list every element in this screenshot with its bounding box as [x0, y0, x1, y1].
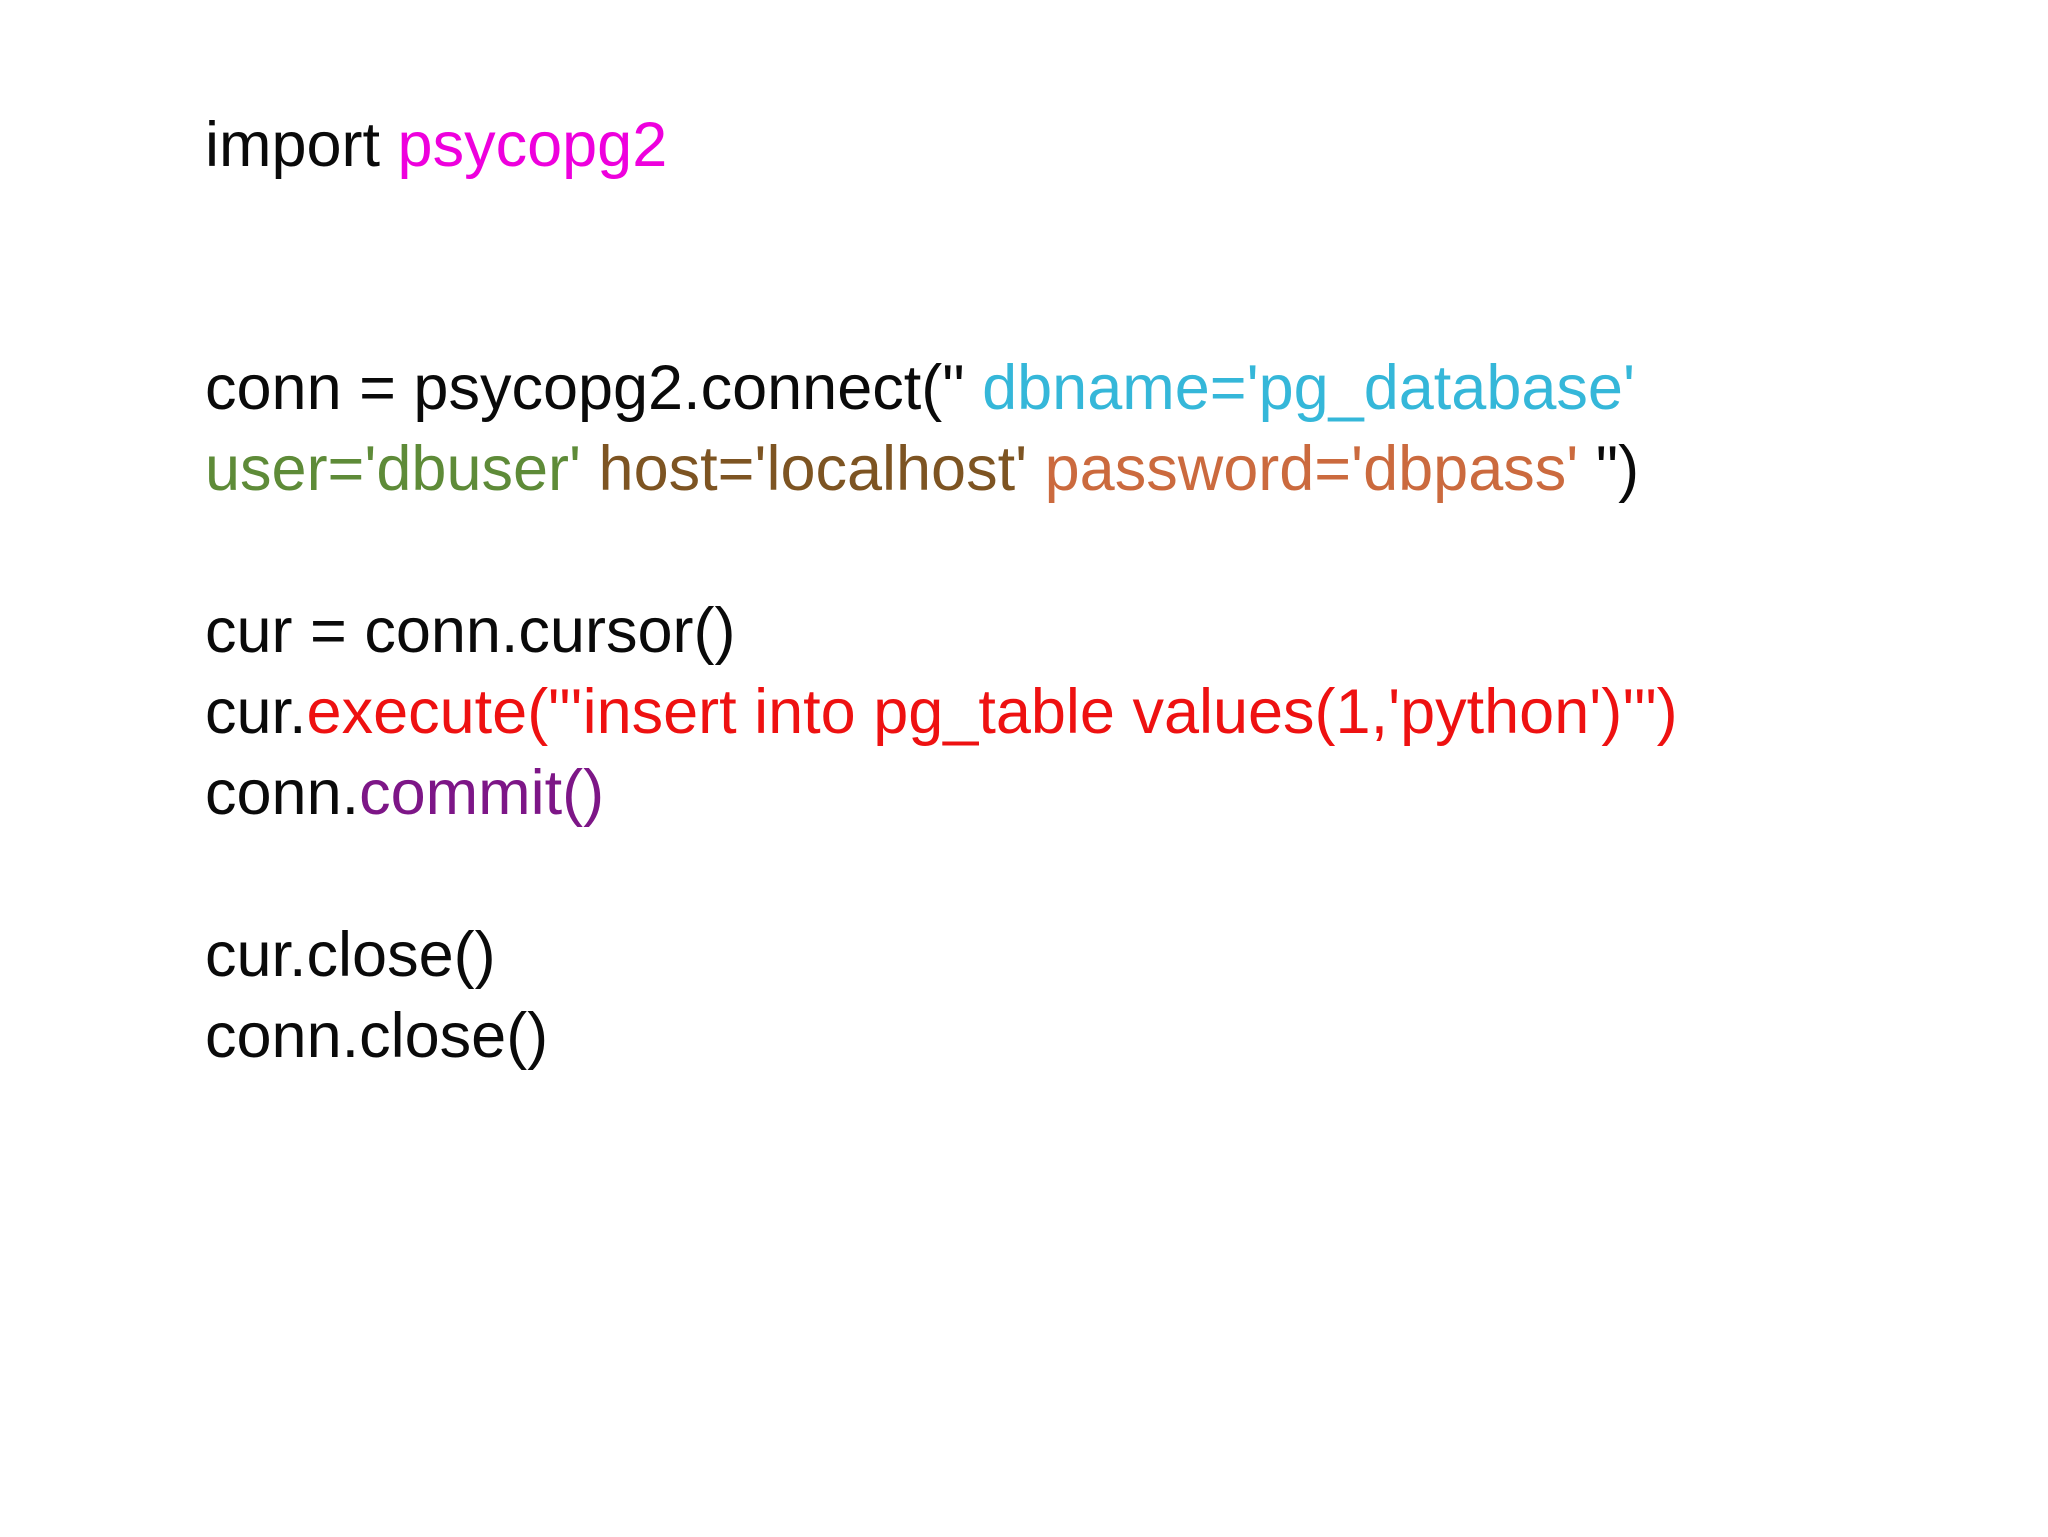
code-token: user='dbuser'	[205, 434, 582, 504]
code-token: host='localhost'	[598, 434, 1028, 504]
code-line: cur = conn.cursor()	[205, 591, 1678, 672]
code-line: conn = psycopg2.connect(" dbname='pg_dat…	[205, 348, 1678, 429]
code-line	[205, 186, 1678, 267]
code-line: conn.close()	[205, 996, 1678, 1077]
code-token: cur.	[205, 677, 307, 747]
code-line: conn.commit()	[205, 753, 1678, 834]
code-token: cur = conn.cursor()	[205, 596, 736, 666]
code-line	[205, 834, 1678, 915]
code-token: psycopg2	[397, 110, 668, 180]
code-token: cur.close()	[205, 920, 496, 990]
code-token: password='dbpass'	[1044, 434, 1579, 504]
code-line	[205, 510, 1678, 591]
code-token: import	[205, 110, 398, 180]
code-token: conn.close()	[205, 1001, 549, 1071]
code-token: conn.	[205, 758, 360, 828]
code-token: ")	[1578, 434, 1640, 504]
code-line: import psycopg2	[205, 105, 1678, 186]
code-line: cur.close()	[205, 915, 1678, 996]
code-token: execute("'insert into pg_table values(1,…	[306, 677, 1678, 747]
code-token: commit()	[359, 758, 605, 828]
code-block: import psycopg2 conn = psycopg2.connect(…	[205, 105, 1678, 1077]
code-token: conn = psycopg2.connect("	[205, 353, 983, 423]
code-line	[205, 267, 1678, 348]
code-line: user='dbuser' host='localhost' password=…	[205, 429, 1678, 510]
code-token: dbname='pg_database'	[982, 353, 1635, 423]
code-line: cur.execute("'insert into pg_table value…	[205, 672, 1678, 753]
code-token	[1027, 434, 1045, 504]
code-token	[581, 434, 599, 504]
